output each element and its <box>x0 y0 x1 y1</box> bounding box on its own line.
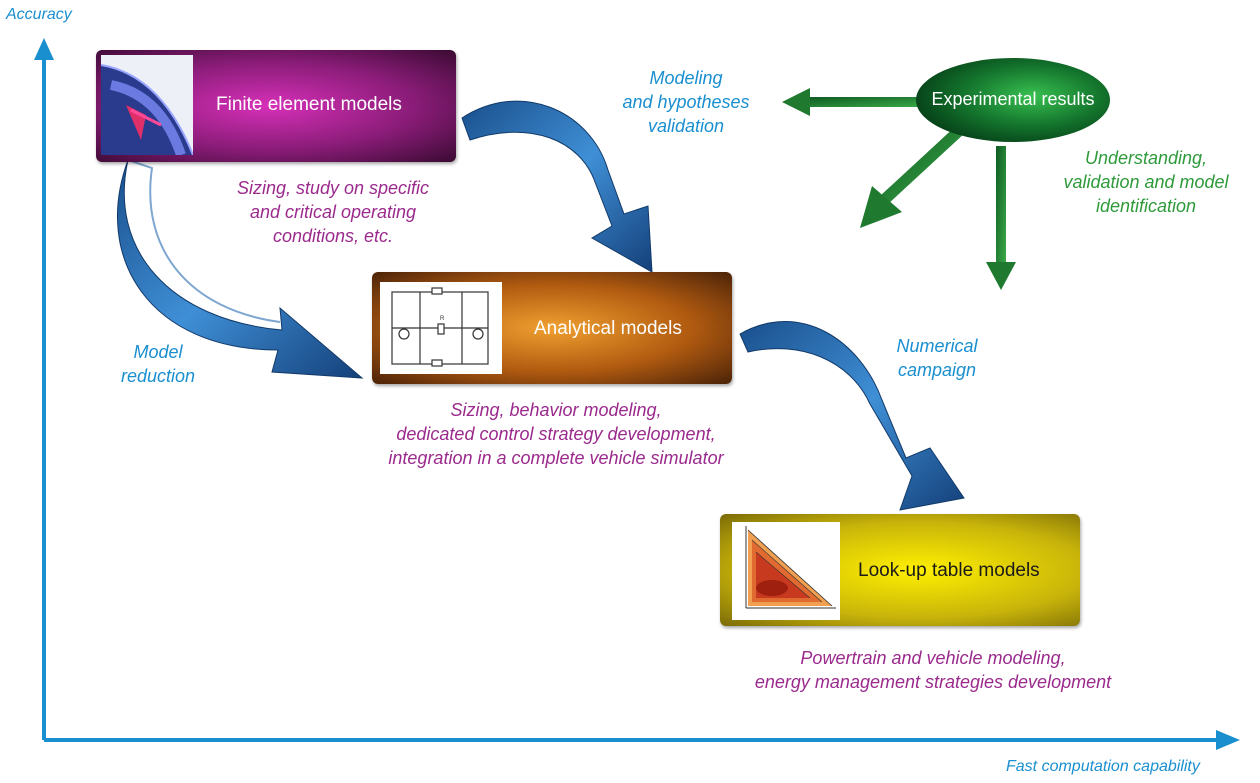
finite-element-models-box: Finite element models <box>96 50 456 162</box>
y-axis-label: Accuracy <box>6 6 72 23</box>
lookup-map-thumbnail <box>732 522 840 620</box>
analytical-caption: Sizing, behavior modeling, dedicated con… <box>388 400 724 468</box>
lookup-caption: Powertrain and vehicle modeling, energy … <box>754 648 1112 692</box>
green-arrow-down <box>986 146 1016 290</box>
fem-caption: Sizing, study on specific and critical o… <box>236 178 430 246</box>
analytical-models-box: R Analytical models <box>372 272 732 384</box>
flow-arrow-analytical-to-lookup <box>739 321 965 511</box>
experimental-results-title: Experimental results <box>931 89 1095 109</box>
y-axis <box>34 38 54 740</box>
modeling-validation-label: Modeling and hypotheses validation <box>622 68 750 136</box>
x-axis-label: Fast computation capability <box>1006 758 1200 775</box>
experimental-caption: Understanding, validation and model iden… <box>1063 148 1229 216</box>
flow-arrow-fem-to-analytical <box>461 100 653 273</box>
experimental-results-ellipse <box>916 58 1110 142</box>
lookup-title: Look-up table models <box>858 560 1040 581</box>
green-arrow-diagonal <box>860 124 966 228</box>
flow-arrow-model-reduction <box>117 159 364 379</box>
lookup-table-models-box: Look-up table models <box>720 514 1080 626</box>
analytical-title: Analytical models <box>534 318 682 339</box>
svg-text:R: R <box>440 316 445 322</box>
fem-thumbnail <box>101 55 193 155</box>
model-reduction-label: Model reduction <box>120 342 196 386</box>
numerical-campaign-label: Numerical campaign <box>896 336 978 380</box>
fem-title: Finite element models <box>216 94 402 115</box>
x-axis <box>44 730 1240 750</box>
green-arrow-to-modeling <box>782 88 924 116</box>
analytical-circuit-thumbnail: R <box>380 282 502 374</box>
